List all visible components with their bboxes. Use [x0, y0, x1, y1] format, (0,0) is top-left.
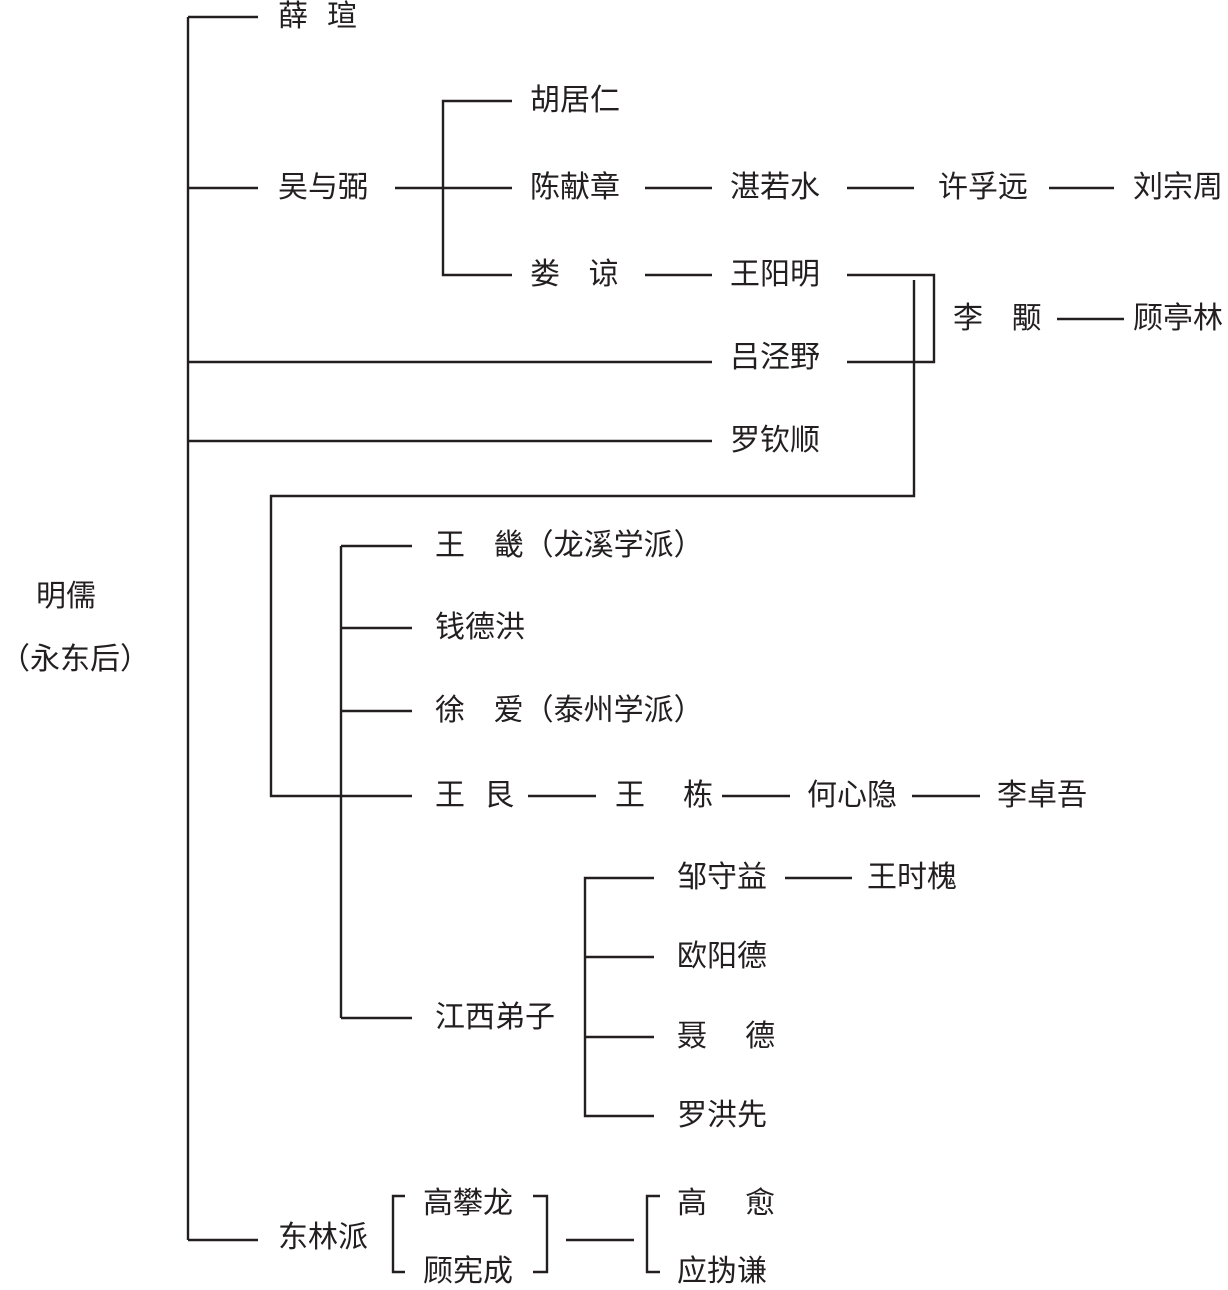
node-luo-qinshun: 罗钦顺	[730, 423, 820, 458]
node-qian-dehong: 钱德洪	[435, 610, 525, 645]
node-li-yong: 李 颙	[953, 301, 1042, 336]
node-xue-xuan: 薛 瑄	[278, 0, 358, 34]
node-ouyang-de: 欧阳德	[677, 939, 767, 974]
node-gu-tinglin: 顾亭林	[1133, 301, 1223, 336]
node-wang-ji: 王 畿（龙溪学派）	[435, 528, 704, 563]
bracket-donglin-right	[533, 1194, 549, 1274]
node-lou-liang: 娄 谅	[530, 257, 619, 292]
node-wu-yubi: 吴与弼	[278, 170, 368, 205]
node-xu-fuyuan: 许孚远	[938, 170, 1028, 205]
bracket-li-yong-teachers	[847, 273, 936, 364]
node-wang-gen: 王 艮	[435, 778, 515, 813]
node-donglin-pai: 东林派	[278, 1220, 368, 1255]
node-wang-shihuai: 王时槐	[867, 860, 957, 895]
node-he-xinyin: 何心隐	[807, 778, 897, 813]
bracket-wu-yubi-students	[441, 99, 512, 277]
node-nie-de: 聂 德	[677, 1019, 776, 1054]
bracket-successors-left	[645, 1194, 660, 1274]
edge-wang-yangming-students	[269, 280, 916, 798]
root-label: 明儒	[36, 579, 96, 614]
node-ying-huiqian: 应㧑谦	[677, 1254, 767, 1289]
node-wang-yangming: 王阳明	[730, 257, 820, 292]
node-wang-dong: 王 栋	[615, 778, 714, 813]
node-jiangxi-dizi: 江西弟子	[435, 1000, 555, 1035]
node-liu-zongzhou: 刘宗周	[1133, 170, 1223, 205]
node-luo-hongxian: 罗洪先	[677, 1098, 767, 1133]
bracket-donglin-left	[391, 1194, 405, 1274]
node-xu-ai: 徐 爱（泰州学派）	[435, 693, 704, 728]
node-gao-yu: 高 愈	[677, 1186, 776, 1221]
root-note: （永东后）	[0, 642, 150, 677]
node-lv-jingye: 吕泾野	[730, 340, 820, 375]
node-gu-xiancheng: 顾宪成	[423, 1254, 513, 1289]
bracket-jiangxi	[583, 876, 654, 1118]
node-zhan-ruoshui: 湛若水	[730, 170, 820, 205]
node-li-zhuowu: 李卓吾	[997, 778, 1087, 813]
node-gao-panlong: 高攀龙	[423, 1186, 513, 1221]
node-chen-xianzhang: 陈献章	[530, 170, 620, 205]
node-hu-juren: 胡居仁	[530, 83, 620, 118]
node-zou-shouyi: 邹守益	[677, 860, 767, 895]
